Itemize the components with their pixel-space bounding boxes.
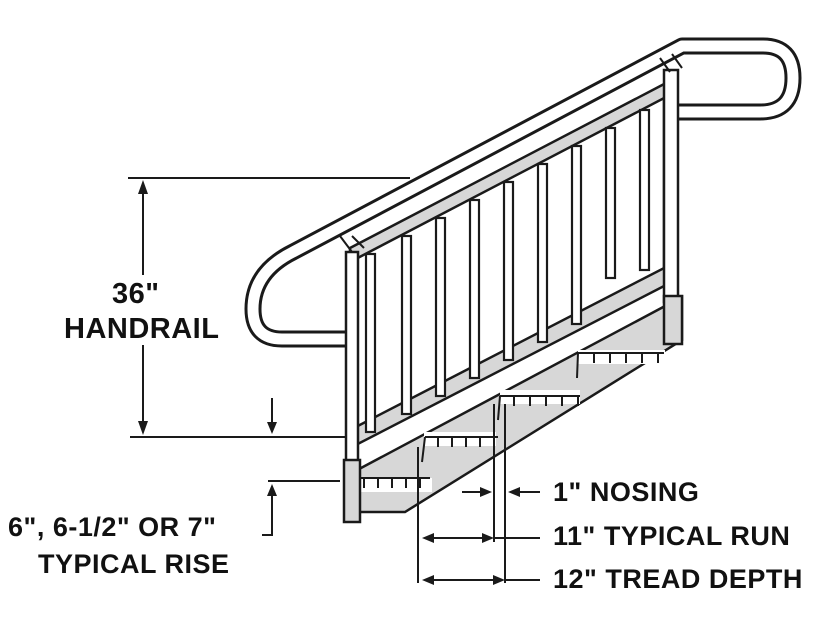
handrail-height-label: 36" (112, 278, 160, 310)
balusters (364, 108, 651, 434)
rise-options-label: 6", 6-1/2" OR 7" (8, 512, 217, 542)
typical-rise-label: TYPICAL RISE (38, 549, 230, 579)
posts (339, 53, 684, 524)
tread-lines (346, 352, 664, 488)
typical-run-label: 11" TYPICAL RUN (553, 521, 791, 551)
nosing-label: 1" NOSING (553, 477, 700, 507)
dimension-arrowheads (138, 180, 520, 585)
handrail-label: HANDRAIL (64, 313, 220, 345)
dimension-lines (128, 177, 540, 583)
handrail-tube (244, 37, 802, 348)
tread-depth-label: 12" TREAD DEPTH (553, 564, 803, 594)
